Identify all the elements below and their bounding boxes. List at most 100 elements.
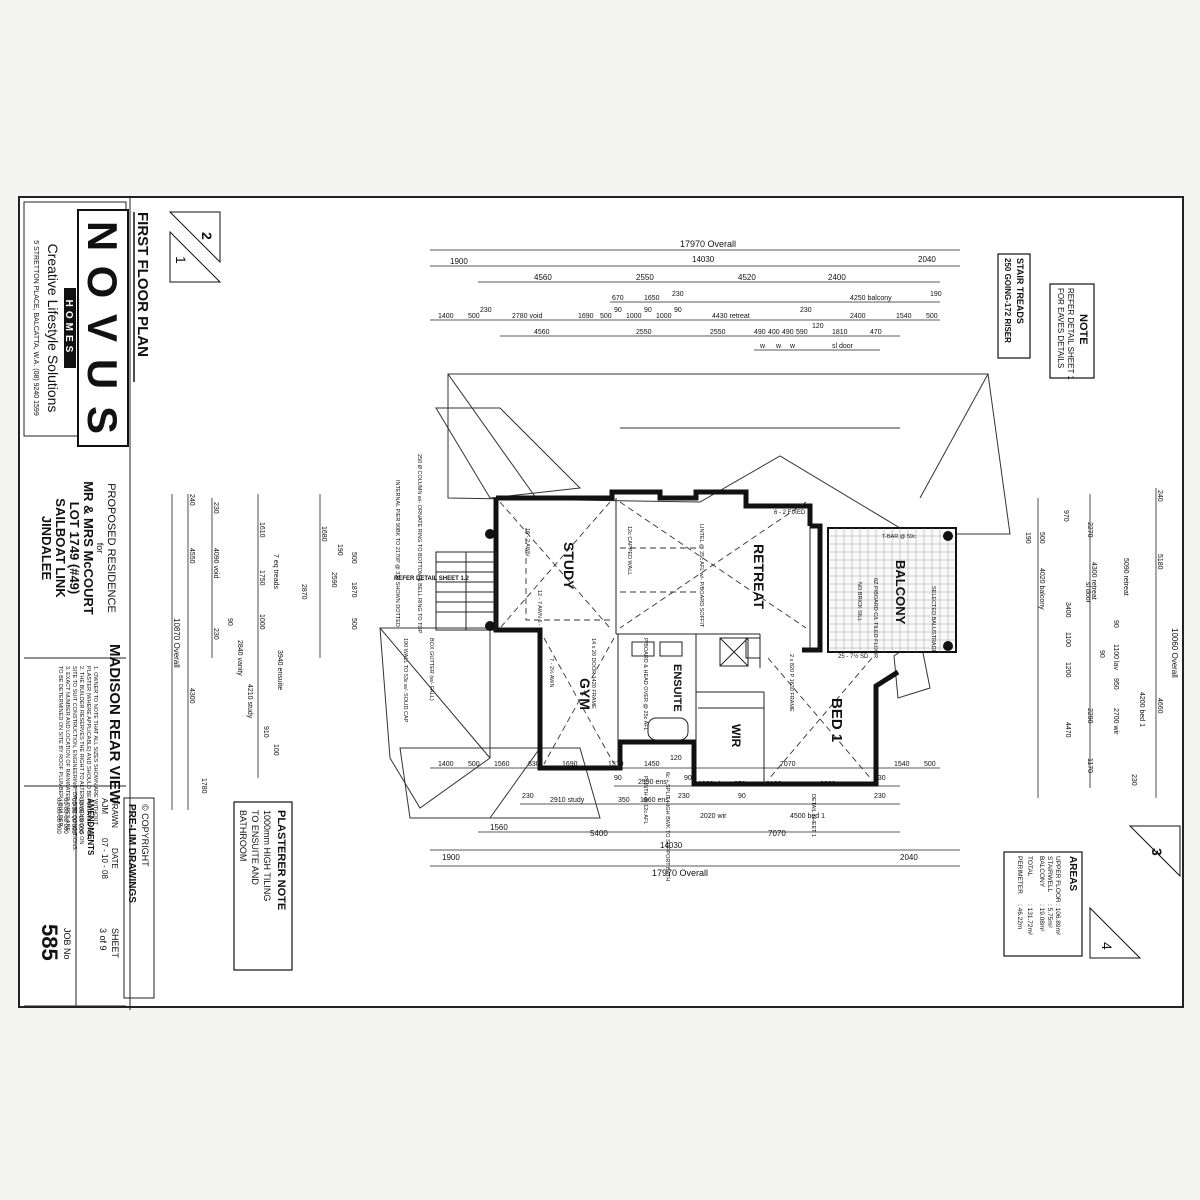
dim-text: 2400 [850, 313, 866, 320]
dim-text: 230 [212, 502, 219, 514]
dim-text: 2780 void [512, 313, 542, 320]
plasterer-line: BATHROOM [238, 810, 248, 861]
dim-text: 2550 [636, 329, 652, 336]
dim-text: 4090 void [212, 548, 219, 578]
plan-title-block: FIRST FLOOR PLAN [133, 212, 151, 382]
dim-text: 2400 [828, 273, 846, 282]
annotation: T-BAR @ 59c [882, 534, 916, 540]
dim-text: 2870 [300, 584, 307, 600]
corner-label: 3 [1149, 848, 1165, 856]
dim-text: 1200 [1064, 662, 1071, 678]
proposed-label: PROPOSED RESIDENCE [105, 483, 117, 613]
prelim-label: PRE-LIM DRAWINGS [126, 804, 137, 903]
brand-sub: HOMES [63, 300, 74, 357]
dim-text: 4300 retreat [1090, 562, 1097, 600]
brand-letter: S [79, 406, 126, 434]
dim-text: 2550 [636, 273, 654, 282]
dim-text: 1100 lav [1112, 644, 1119, 670]
dim-text: 2840 vanity [236, 640, 243, 676]
dim-text: w [789, 343, 796, 350]
dim-text: 500 [926, 313, 938, 320]
dim-text: 1400 [438, 313, 454, 320]
area-label: STAIRWELL [1046, 856, 1053, 893]
annotation: DETAIL SHEET 1 [810, 794, 816, 837]
note-line: 2. THE BUILDER RESERVES THE RIGHT TO ALT… [78, 666, 84, 844]
dim-text: 1690 [562, 761, 578, 768]
dim-text: 1000 [656, 313, 672, 320]
dim-text: 17970 Overall [652, 868, 708, 878]
dim-text: 5400 [590, 829, 608, 838]
dim-text: 500 [600, 313, 612, 320]
plasterer-line: 1000mm HIGH TILING [262, 810, 272, 901]
dim-text: 1100 [1064, 632, 1071, 647]
dim-text: 490 [754, 329, 766, 336]
dim-text: 4560 [534, 273, 552, 282]
dim-text: 190 [336, 544, 343, 556]
design-name: MADISON REAR VIEW [106, 644, 123, 805]
job-block: JOB No 585 [37, 924, 72, 961]
fixtures [631, 637, 761, 741]
dim-text: 230 [1130, 774, 1137, 786]
dim-text: 90 [1098, 650, 1105, 658]
copyright-block: © COPYRIGHT PRE-LIM DRAWINGS [123, 797, 155, 999]
dim-text: 4430 retreat [712, 313, 750, 320]
dim-text: 2590 [330, 572, 337, 588]
dim-text: 1000 [258, 614, 265, 630]
annotation: 6c + SPLIT HIGH BWK TO SUPPORT BATH [664, 772, 670, 881]
annotation: P/BOARD & HEAD OVER @ 25c AFL [642, 638, 648, 731]
room-ensuite: ENSUITE [671, 664, 683, 712]
corner-marker-2-1: 2 1 [168, 211, 222, 283]
dim-text: 5180 [1156, 554, 1163, 570]
annotation: REFER DETAIL SHEET 1.2 [394, 576, 469, 582]
room-study: STUDY [561, 542, 577, 590]
room-labels: STUDY RETREAT BALCONY GYM ENSUITE WIR BE… [561, 542, 908, 748]
note-line: SITE TO SUIT CONSTRUCTION, ENGINEERING, … [71, 666, 77, 852]
dim-text: 4560 [534, 329, 550, 336]
dim-text: 230 [874, 775, 886, 782]
dim-text: 4500 bed 1 [790, 813, 825, 820]
dim-text: 90 [684, 775, 692, 782]
dim-text: 1780 [200, 778, 207, 794]
dim-text: 1560 [490, 823, 508, 832]
dim-text: 3400 [1064, 602, 1071, 618]
dim-text: 4210 study [246, 684, 253, 719]
dim-text: 2270 [1086, 522, 1093, 538]
dim-text: 5090 retreat [1122, 558, 1129, 596]
annotation: 12 - 7 AWN 6 - 4 HITE OVER [536, 590, 542, 662]
annotation: NO BRICK SILL [856, 582, 862, 621]
brand-letter: U [79, 359, 126, 389]
area-value: : 5.75m² [1046, 904, 1053, 929]
dim-text: 1960 ens [640, 797, 669, 804]
dim-text: 4250 balcony [850, 295, 892, 302]
annotation: 6Z P/BOARD C/L TILED FLOOR [872, 578, 878, 658]
date-value: 07 - 10 - 08 [100, 838, 109, 879]
note-line: 3. EXACT NUMBER AND LOCATION OF RAINWATE… [64, 666, 70, 831]
client-line: SAILBOAT LINK [53, 498, 68, 598]
corner-label: 1 [173, 256, 189, 264]
area-value: : 131.72m² [1026, 904, 1033, 936]
dim-text: 230 [800, 307, 812, 314]
dim-text: 1170 [1086, 758, 1093, 773]
area-label: PERIMETER [1016, 856, 1023, 894]
drawn-label: DRAWN [110, 798, 119, 828]
sheet-block: SHEET 3 of 9 [98, 928, 120, 959]
dim-text: 4470 [1064, 722, 1071, 738]
stair-value: 250 GOING-172 RISER [1003, 258, 1012, 343]
annotation: 7 - 2½ AWN [548, 658, 555, 687]
plan-title: FIRST FLOOR PLAN [134, 212, 151, 357]
amend-row: 00-00-00 000 [55, 798, 61, 834]
note-line: REFER DETAIL SHEET 1 [1066, 288, 1075, 380]
dim-text: 17970 Overall [680, 239, 736, 249]
dim-text: 970 [1062, 510, 1069, 522]
amend-row: 00-00-00 000 [77, 798, 83, 834]
dim-text: 2550 [710, 329, 726, 336]
dim-text: 1610 [258, 522, 265, 538]
note-title: NOTE [1077, 314, 1089, 345]
annotation: 190 WALL TO 53c w/- SOLID CAP [402, 638, 408, 723]
dim-text: 230 [672, 291, 684, 298]
client-details: PROPOSED RESIDENCE for MR & MRS McCOURT … [39, 481, 117, 615]
dim-text: 4020 balcony [1038, 568, 1045, 610]
dim-text: 1810 [832, 329, 848, 336]
dim-text: 230 [678, 793, 690, 800]
job-label: JOB No [62, 928, 72, 960]
